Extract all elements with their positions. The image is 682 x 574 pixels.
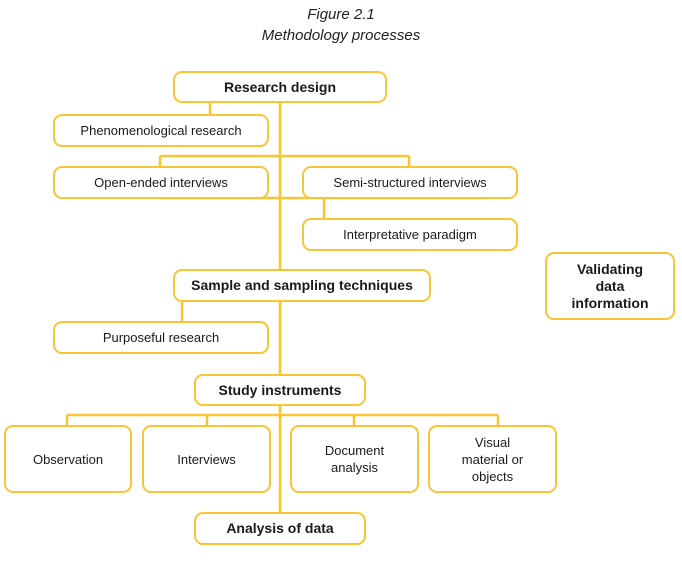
node-label: Observation: [32, 451, 104, 467]
node-study-instruments: Study instruments: [194, 374, 366, 406]
node-open-ended-interviews: Open-ended interviews: [53, 166, 269, 199]
node-label: Purposeful research: [102, 330, 220, 345]
figure-title: Methodology processes: [261, 27, 421, 44]
node-analysis-of-data: Analysis of data: [194, 512, 366, 545]
node-interpretative-paradigm: Interpretative paradigm: [302, 218, 518, 251]
node-label: Document analysis: [324, 443, 385, 475]
node-label: Visual material or objects: [461, 434, 524, 484]
node-label: Open-ended interviews: [94, 175, 228, 190]
node-validating-data-information: Validating data information: [545, 252, 675, 320]
node-research-design: Research design: [173, 71, 387, 103]
node-label: Interviews: [177, 451, 236, 467]
node-visual-material-or-objects: Visual material or objects: [428, 425, 557, 493]
node-interviews: Interviews: [142, 425, 271, 493]
node-label: Interpretative paradigm: [343, 227, 477, 242]
node-document-analysis: Document analysis: [290, 425, 419, 493]
node-phenomenological-research: Phenomenological research: [53, 114, 269, 147]
node-observation: Observation: [4, 425, 132, 493]
node-label: Phenomenological research: [80, 123, 242, 138]
node-label: Validating data information: [571, 260, 649, 311]
node-label: Analysis of data: [226, 520, 334, 536]
node-semi-structured-interviews: Semi-structured interviews: [302, 166, 518, 199]
node-label: Semi-structured interviews: [333, 175, 487, 190]
node-label: Sample and sampling techniques: [191, 277, 413, 293]
node-label: Study instruments: [218, 381, 342, 398]
node-purposeful-research: Purposeful research: [53, 321, 269, 354]
node-label: Research design: [223, 78, 337, 95]
node-sample-and-sampling-techniques: Sample and sampling techniques: [173, 269, 431, 302]
figure-number: Figure 2.1: [307, 6, 375, 23]
